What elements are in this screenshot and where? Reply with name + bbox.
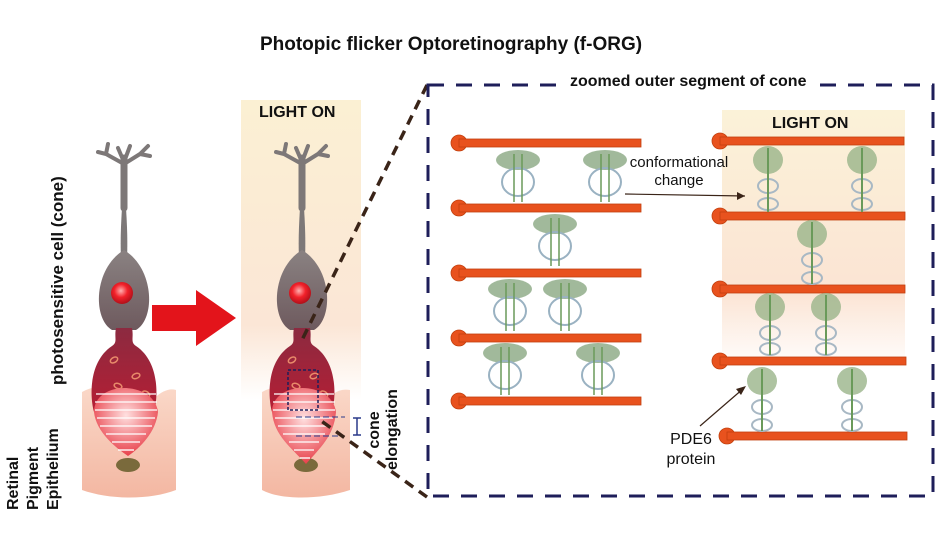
conformational-change-line: conformational	[629, 154, 729, 171]
figure-title: Photopic flicker Optoretinography (f-ORG…	[0, 34, 950, 56]
zoom-line-top	[300, 84, 429, 341]
disc-membranes-illuminated	[711, 132, 908, 445]
elongation-label-line: elongation	[384, 389, 401, 470]
conformational-change-line: change	[654, 172, 704, 189]
light-on-label: LIGHT ON	[259, 104, 336, 121]
zoom-line-bottom	[318, 418, 429, 499]
figure-title-text: Photopic flicker Optoretinography (f-ORG…	[259, 34, 643, 55]
pde6-label-line: PDE6	[670, 431, 712, 448]
protein-pointer-arrow	[699, 387, 745, 427]
rpe-label-line: Retinal	[5, 456, 22, 510]
cell-label: photosensitive cell (cone)	[48, 176, 67, 385]
elongation-label-line: cone	[366, 411, 383, 449]
resting-cone-illustration	[82, 144, 176, 498]
zoom-panel-title: zoomed outer segment of cone	[562, 73, 815, 91]
disc-membranes-resting	[450, 134, 642, 410]
elongation-indicator-icon	[353, 417, 361, 436]
pde6-protein-label: PDE6 protein	[656, 430, 726, 470]
elongation-label: cone elongation	[366, 389, 402, 470]
rpe-label-line: Epithelium	[45, 428, 62, 510]
zoom-light-on-label: LIGHT ON	[772, 115, 849, 132]
outer-segment	[94, 388, 158, 456]
rpe-label: Retinal Pigment Epithelium	[4, 390, 64, 510]
transition-arrow	[152, 290, 236, 346]
conformational-change-label: conformational change	[620, 154, 738, 190]
conformational-change-arrow	[624, 193, 746, 197]
pde6-label-line: protein	[666, 451, 716, 468]
illuminated-cone-illustration	[262, 144, 361, 498]
pde6-proteins-illuminated	[747, 146, 877, 432]
rpe-nucleus	[116, 458, 140, 472]
pde6-proteins-resting	[483, 150, 627, 395]
rpe-label-line: Pigment	[25, 446, 42, 510]
